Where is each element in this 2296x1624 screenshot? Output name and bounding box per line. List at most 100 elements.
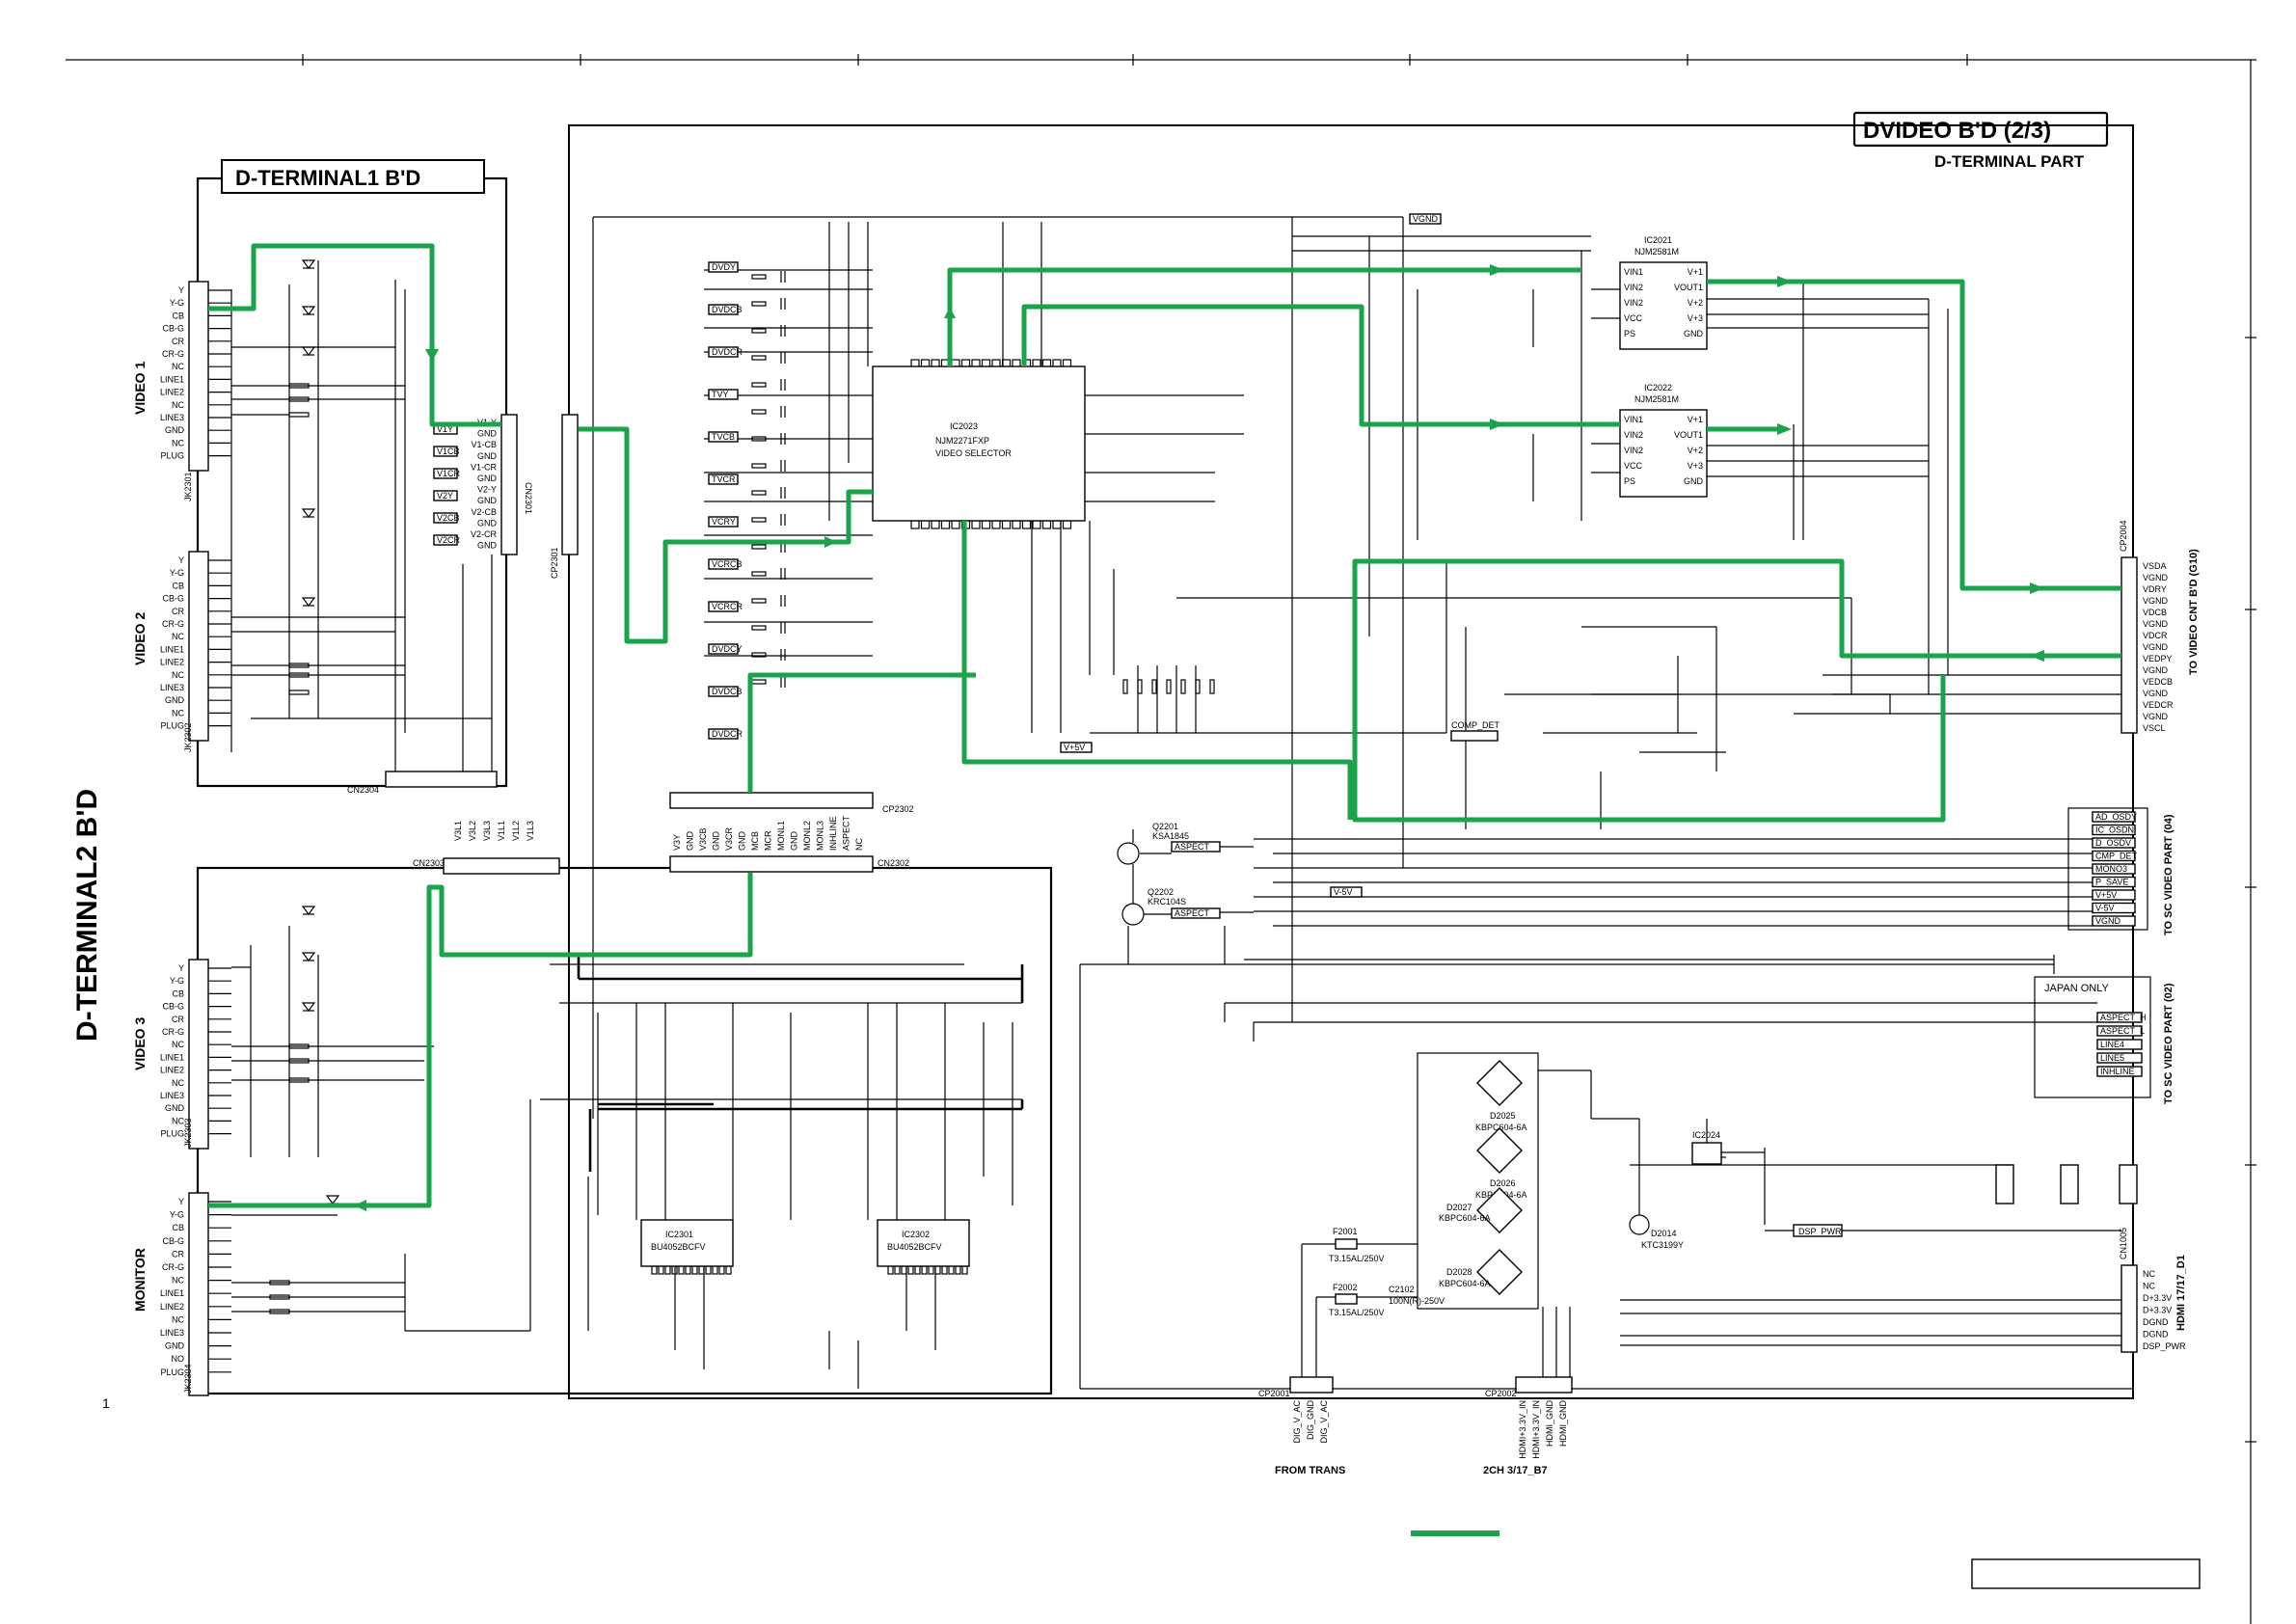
jack-pin-label: PLUG — [160, 451, 184, 461]
svg-text:NJM2581M: NJM2581M — [1634, 394, 1679, 404]
connector-pin-label: VGND — [2143, 573, 2169, 582]
connector-pin-label: HDMI_GND — [1545, 1400, 1554, 1448]
connector-pin-label: V2-Y — [477, 485, 497, 495]
jack-pin-labels: YY-GCBCB-GCRCR-GNCLINE1LINE2NCLINE3GNDNC… — [160, 963, 231, 1139]
connector-pin-label: P_SAVE — [2095, 878, 2128, 887]
board-outlines: D-TERMINAL1 B'D D-TERMINAL2 B'D 1 — [71, 124, 2134, 1411]
jack-pin-label: Y — [178, 555, 184, 565]
connector-pin-label: DGND — [2143, 1317, 2169, 1327]
connector-pin-label: MCB — [750, 831, 760, 851]
svg-text:T3.15AL/250V: T3.15AL/250V — [1329, 1308, 1385, 1317]
svg-text:HDMI 17/17_D1: HDMI 17/17_D1 — [2175, 1255, 2187, 1331]
sheet-subtitle: D-TERMINAL PART — [1934, 152, 2085, 171]
connector-pin-label: GND — [477, 451, 498, 461]
connector-pin-label: V1L3 — [526, 821, 535, 841]
svg-text:KBPC604-6A: KBPC604-6A — [1475, 1123, 1527, 1132]
jack-label: MONITOR — [132, 1248, 148, 1312]
connector-pin-label: V3CB — [698, 827, 708, 851]
ic-pin-label: V+1 — [1688, 415, 1703, 424]
svg-text:CP2001: CP2001 — [1258, 1389, 1290, 1398]
svg-text:JK2302: JK2302 — [183, 722, 193, 752]
jack-pin-label: Y — [178, 963, 184, 973]
jack-pin-label: CR-G — [162, 1262, 184, 1272]
svg-text:TO VIDEO CNT B'D (G10): TO VIDEO CNT B'D (G10) — [2188, 549, 2200, 675]
ic-pin-label: V+2 — [1688, 298, 1703, 308]
ic-buffer-ic2022: IC2022 NJM2581M VIN1VIN2VIN2VCCPSV+1VOUT… — [1619, 383, 1708, 498]
connector-pin-label: VGND — [2143, 712, 2169, 721]
ic-pin-label: VIN1 — [1624, 267, 1643, 277]
jack-pin-label: GND — [165, 425, 185, 435]
svg-text:TO SC VIDEO PART (02): TO SC VIDEO PART (02) — [2163, 983, 2174, 1104]
sheet-frame — [66, 54, 2256, 1624]
sheet-title-block: DVIDEO B'D (2/3) D-TERMINAL PART — [1852, 111, 2109, 171]
svg-text:JK2304: JK2304 — [183, 1364, 193, 1394]
ic-pin-label: V+3 — [1688, 461, 1703, 471]
connector-pin-label: GND — [712, 831, 721, 852]
svg-text:C2102: C2102 — [1389, 1285, 1415, 1294]
jack-label: VIDEO 1 — [132, 362, 148, 415]
net-label: VCRY — [712, 517, 736, 527]
jack-pin-label: LINE1 — [160, 644, 184, 654]
connector-pin-label: V3Y — [672, 834, 682, 851]
connector-cn2301: CN2301 V1-YGNDV1-CBGNDV1-CRGNDV2-YGNDV2-… — [471, 414, 533, 555]
jack-pin-label: CB-G — [163, 1002, 185, 1012]
svg-text:JAPAN ONLY: JAPAN ONLY — [2044, 983, 2109, 994]
svg-text:CN2301: CN2301 — [524, 482, 533, 514]
net-label: TVY — [712, 390, 729, 399]
svg-text:IC2022: IC2022 — [1644, 383, 1672, 392]
jack-pin-label: NC — [172, 632, 184, 641]
jack-pin-label: CR — [172, 1015, 184, 1024]
connector-pin-label: V1L2 — [511, 821, 521, 841]
svg-text:V+5V: V+5V — [1064, 743, 1085, 752]
net-label: V2CB — [437, 513, 460, 523]
svg-text:CN1005: CN1005 — [2119, 1228, 2128, 1259]
connector-pin-label: MONL2 — [802, 821, 812, 851]
connector-pin-label: VSDA — [2143, 561, 2167, 571]
connector-cn2304: CN2304 — [347, 771, 498, 795]
ic-pin-label: VIN2 — [1624, 283, 1643, 292]
svg-text:2CH 3/17_B7: 2CH 3/17_B7 — [1483, 1465, 1548, 1476]
svg-text:CP2004: CP2004 — [2119, 520, 2128, 552]
connector-pin-label: D+3.3V — [2143, 1293, 2172, 1303]
jack-pin-label: CR — [172, 337, 184, 346]
jack-pin-label: CR-G — [162, 619, 184, 629]
connector-pin-label: V3L1 — [453, 821, 463, 841]
jack-pin-label: NC — [172, 362, 184, 371]
net-label: V1CB — [437, 447, 460, 456]
connector-pin-label: INHLINE — [2100, 1067, 2135, 1076]
connector-pin-label: V+5V — [2095, 890, 2117, 900]
net-label: V1Y — [437, 424, 453, 434]
connector-video-cnt: CP2004 TO VIDEO CNT B'D (G10) VSDAVGNDVD… — [2119, 520, 2200, 734]
connector-pin-label: ASPECT_L — [2100, 1026, 2145, 1036]
ic-pin-label: VIN1 — [1624, 415, 1643, 424]
connector-pin-label: V3L2 — [468, 821, 477, 841]
svg-text:CN2303: CN2303 — [413, 858, 445, 868]
svg-text:T3.15AL/250V: T3.15AL/250V — [1329, 1254, 1385, 1263]
connector-pin-labels: V1-YGNDV1-CBGNDV1-CRGNDV2-YGNDV2-CBGNDV2… — [471, 418, 498, 551]
connector-pin-label: VEDPY — [2143, 654, 2173, 663]
connector-sc-video-02: JAPAN ONLY TO SC VIDEO PART (02) ASPECT_… — [2034, 976, 2174, 1104]
svg-text:F2002: F2002 — [1333, 1283, 1358, 1292]
connector-pin-label: V2-CR — [471, 529, 498, 539]
connector-pin-label: HDMI_GND — [1558, 1400, 1568, 1448]
svg-text:KBPC604-6A: KBPC604-6A — [1439, 1279, 1491, 1288]
net-label: DVDY — [712, 262, 736, 272]
connector-pin-label: V3L3 — [482, 821, 492, 841]
svg-text:TO SC VIDEO PART (04): TO SC VIDEO PART (04) — [2163, 814, 2174, 935]
svg-text:CP2302: CP2302 — [882, 804, 914, 814]
jack-pin-label: Y-G — [170, 976, 184, 986]
jack-pin-label: NC — [172, 1078, 184, 1088]
jack-pin-label: PLUG — [160, 1367, 184, 1377]
ic-pin-label: VCC — [1624, 313, 1643, 323]
svg-text:JK2301: JK2301 — [183, 472, 193, 501]
jack-pin-labels: YY-GCBCB-GCRCR-GNCLINE1LINE2NCLINE3GNDNO… — [160, 1197, 231, 1377]
connector-pin-label: GND — [738, 831, 747, 852]
jack-pin-label: LINE3 — [160, 1328, 184, 1338]
jack-label: VIDEO 3 — [132, 1017, 148, 1070]
connector-pin-label: V1-CR — [471, 462, 498, 472]
aspect-transistors: Q2201 KSA1845 Q2202 KRC104S ASPECT ASPEC… — [1060, 213, 1500, 926]
connector-pin-label: VGND — [2143, 642, 2169, 652]
ic-pin-label: VCC — [1624, 461, 1643, 471]
connector-pin-label: V2-CB — [471, 507, 497, 517]
